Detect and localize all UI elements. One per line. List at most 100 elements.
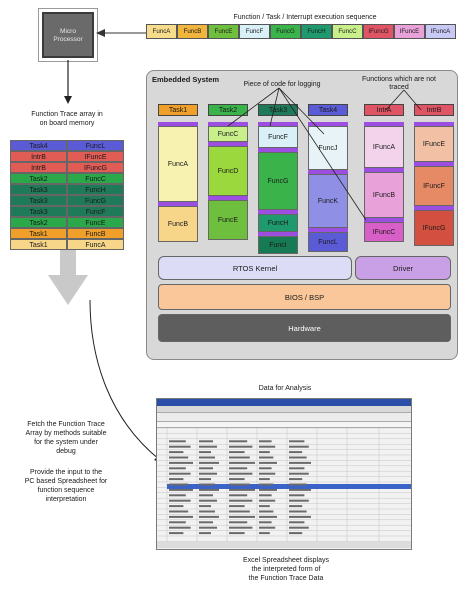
trace-func-cell: IFuncE	[67, 151, 124, 162]
function-block-funcb: FuncB	[158, 206, 198, 242]
function-block-funch: FuncH	[258, 214, 298, 232]
sequence-arrow	[96, 29, 146, 37]
logging-code-bar	[158, 122, 198, 126]
task-header-task3: Task3	[258, 104, 298, 116]
embedded-system-title: Embedded System	[152, 75, 220, 84]
sheet-formula-bar	[157, 422, 411, 428]
function-block-funcg: FuncG	[258, 152, 298, 210]
function-block-ifunca: IFuncA	[364, 126, 404, 168]
trace-task-cell: Task2	[10, 217, 67, 228]
function-block-funci: FuncI	[258, 236, 298, 254]
processor-label: Micro Processor	[53, 28, 83, 43]
trace-task-cell: Task1	[10, 228, 67, 239]
logging-code-bar	[414, 206, 454, 210]
function-block-funcc: FuncC	[208, 126, 248, 142]
function-block-ifunce: IFuncE	[414, 126, 454, 162]
trace-task-cell: Task3	[10, 195, 67, 206]
sheet-titlebar	[157, 399, 411, 406]
logging-code-bar	[308, 228, 348, 232]
trace-func-cell: FuncL	[67, 140, 124, 151]
function-block-funcf: FuncF	[258, 126, 298, 148]
trace-func-cell: FuncC	[67, 173, 124, 184]
trace-func-cell: IFuncG	[67, 162, 124, 173]
trace-task-cell: Task3	[10, 206, 67, 217]
logging-code-bar	[258, 148, 298, 152]
logging-code-bar	[364, 122, 404, 126]
spreadsheet-caption: Excel Spreadsheet displays the interpret…	[243, 557, 329, 582]
trace-task-cell: IntrB	[10, 151, 67, 162]
function-block-ifuncc: IFuncC	[364, 222, 404, 242]
annotation-arrows	[227, 87, 422, 221]
logging-code-bar	[258, 232, 298, 236]
logging-code-bar	[414, 162, 454, 166]
sequence-cell-funcc: FuncC	[332, 24, 363, 39]
task-header-task1: Task1	[158, 104, 198, 116]
sequence-title: Function / Task / Interrupt execution se…	[233, 14, 377, 21]
task-header-task4: Task4	[308, 104, 348, 116]
logging-code-bar	[364, 168, 404, 172]
sheet-toolbar	[157, 413, 411, 422]
fetch-note: Fetch the Function Trace Array by method…	[25, 421, 107, 455]
sequence-cell-funcf: FuncF	[239, 24, 270, 39]
sheet-grid	[157, 427, 411, 548]
sequence-cell-funca: FuncA	[146, 24, 177, 39]
driver-band: Driver	[355, 256, 451, 280]
trace-func-cell: FuncB	[67, 228, 124, 239]
sequence-cell-ifunce: IFuncE	[394, 24, 425, 39]
trace-task-cell: Task4	[10, 140, 67, 151]
trace-array-title: Function Trace array in on board memory	[31, 111, 103, 127]
function-block-funcl: FuncL	[308, 232, 348, 252]
trace-func-cell: FuncF	[67, 206, 124, 217]
logging-code-bar	[258, 210, 298, 214]
hardware-band: Hardware	[158, 314, 451, 342]
trace-func-cell: FuncA	[67, 239, 124, 250]
micro-processor-chip: Micro Processor	[42, 12, 94, 58]
logging-code-bar	[208, 142, 248, 146]
logging-code-bar	[414, 122, 454, 126]
task-header-task2: Task2	[208, 104, 248, 116]
function-block-ifuncf: IFuncF	[414, 166, 454, 206]
trace-task-cell: Task3	[10, 184, 67, 195]
embedded-system-panel	[146, 70, 458, 360]
sheet-menubar	[157, 406, 411, 413]
not-traced-note: Functions which are not traced	[362, 76, 436, 91]
sequence-cell-funcg: FuncG	[270, 24, 301, 39]
spreadsheet-screenshot	[156, 398, 412, 550]
function-block-funca: FuncA	[158, 126, 198, 202]
spreadsheet-input-note: Provide the input to the PC based Spread…	[24, 469, 108, 503]
logging-code-bar	[208, 122, 248, 126]
trace-func-cell: FuncH	[67, 184, 124, 195]
logging-code-bar	[308, 122, 348, 126]
task-header-intrb: IntrB	[414, 104, 454, 116]
bios-bsp-band: BIOS / BSP	[158, 284, 451, 310]
sequence-cell-ifuncg: IFuncG	[363, 24, 394, 39]
trace-task-cell: IntrB	[10, 162, 67, 173]
logging-code-bar	[308, 170, 348, 174]
sequence-cell-ifunca: IFuncA	[425, 24, 456, 39]
task-header-intra: IntrA	[364, 104, 404, 116]
sequence-cell-funce: FuncE	[208, 24, 239, 39]
sequence-cell-funcb: FuncB	[177, 24, 208, 39]
data-for-analysis-title: Data for Analysis	[258, 385, 312, 392]
logging-code-bar	[158, 202, 198, 206]
function-block-funcd: FuncD	[208, 146, 248, 196]
function-block-ifuncb: IFuncB	[364, 172, 404, 218]
function-block-funcj: FuncJ	[308, 126, 348, 170]
trace-task-cell: Task1	[10, 239, 67, 250]
